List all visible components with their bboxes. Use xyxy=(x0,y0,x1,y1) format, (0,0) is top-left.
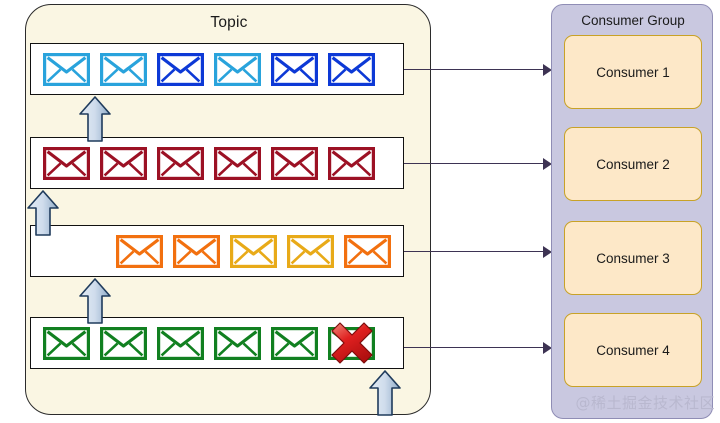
producer-up-arrow-icon xyxy=(27,190,59,236)
producer-up-arrow-icon xyxy=(79,278,111,324)
envelope-icon xyxy=(43,146,90,180)
envelope-icon xyxy=(271,326,318,360)
consumer-box-2[interactable]: Consumer 2 xyxy=(564,127,702,201)
message-4-3[interactable] xyxy=(152,326,209,360)
envelope-icon xyxy=(173,234,220,268)
message-1-4[interactable] xyxy=(209,52,266,86)
envelope-icon xyxy=(157,326,204,360)
message-1-3[interactable] xyxy=(152,52,209,86)
message-3-2[interactable] xyxy=(168,234,225,268)
envelope-icon xyxy=(43,52,90,86)
watermark: @稀土掘金技术社区 xyxy=(575,394,715,412)
message-track-2 xyxy=(31,146,387,180)
message-1-2[interactable] xyxy=(95,52,152,86)
message-1-5[interactable] xyxy=(266,52,323,86)
message-2-3[interactable] xyxy=(152,146,209,180)
envelope-icon xyxy=(328,52,375,86)
producer-arrow-3 xyxy=(78,278,112,324)
producer-up-arrow-icon xyxy=(79,96,111,142)
envelope-icon xyxy=(328,146,375,180)
partition-row-3 xyxy=(30,225,404,277)
message-4-1[interactable] xyxy=(38,326,95,360)
envelope-icon xyxy=(157,52,204,86)
connector-partition-1-consumer-1 xyxy=(404,69,545,70)
connector-partition-4-consumer-4 xyxy=(404,347,545,348)
message-2-5[interactable] xyxy=(266,146,323,180)
consumer-label-4: Consumer 4 xyxy=(596,342,670,358)
envelope-icon xyxy=(287,234,334,268)
message-1-1[interactable] xyxy=(38,52,95,86)
consumer-box-1[interactable]: Consumer 1 xyxy=(564,35,702,109)
partition-row-2 xyxy=(30,137,404,189)
connector-partition-2-consumer-2 xyxy=(404,163,545,164)
message-4-4[interactable] xyxy=(209,326,266,360)
producer-arrow-1 xyxy=(78,96,112,142)
envelope-icon xyxy=(271,52,318,86)
envelope-icon xyxy=(271,146,318,180)
message-track-3 xyxy=(104,234,403,268)
envelope-icon xyxy=(214,52,261,86)
consumer-group-title: Consumer Group xyxy=(581,13,685,28)
connector-partition-4-consumer-4-arrowhead xyxy=(543,342,552,354)
envelope-icon xyxy=(116,234,163,268)
message-2-1[interactable] xyxy=(38,146,95,180)
envelope-icon xyxy=(157,146,204,180)
partition-row-4 xyxy=(30,317,404,369)
topic-title: Topic xyxy=(210,14,248,31)
connector-partition-1-consumer-1-arrowhead xyxy=(543,64,552,76)
consumer-label-3: Consumer 3 xyxy=(596,250,670,266)
envelope-icon xyxy=(100,326,147,360)
message-4-6[interactable] xyxy=(323,322,380,364)
envelope-icon xyxy=(328,326,375,360)
message-3-5[interactable] xyxy=(339,234,396,268)
message-track-4 xyxy=(31,322,387,364)
message-3-1[interactable] xyxy=(111,234,168,268)
connector-partition-2-consumer-2-arrowhead xyxy=(543,158,552,170)
connector-partition-3-consumer-3 xyxy=(404,251,545,252)
envelope-icon xyxy=(43,326,90,360)
envelope-icon xyxy=(344,234,391,268)
consumer-group-panel: Consumer Group Consumer 1 Consumer 2 Con… xyxy=(551,4,713,419)
consumer-box-4[interactable]: Consumer 4 xyxy=(564,313,702,387)
message-2-2[interactable] xyxy=(95,146,152,180)
consumer-box-3[interactable]: Consumer 3 xyxy=(564,221,702,295)
producer-arrow-2 xyxy=(26,190,60,236)
envelope-icon xyxy=(100,52,147,86)
envelope-icon xyxy=(230,234,277,268)
message-2-6[interactable] xyxy=(323,146,380,180)
consumer-label-2: Consumer 2 xyxy=(596,156,670,172)
connector-partition-3-consumer-3-arrowhead xyxy=(543,246,552,258)
message-3-4[interactable] xyxy=(282,234,339,268)
envelope-icon xyxy=(214,326,261,360)
message-3-3[interactable] xyxy=(225,234,282,268)
message-1-6[interactable] xyxy=(323,52,380,86)
consumer-label-1: Consumer 1 xyxy=(596,64,670,80)
envelope-icon xyxy=(100,146,147,180)
message-4-5[interactable] xyxy=(266,326,323,360)
producer-up-arrow-icon xyxy=(369,370,401,416)
message-2-4[interactable] xyxy=(209,146,266,180)
envelope-icon xyxy=(214,146,261,180)
message-4-2[interactable] xyxy=(95,326,152,360)
partition-row-1 xyxy=(30,43,404,95)
producer-arrow-4 xyxy=(368,370,402,416)
message-track-1 xyxy=(31,52,387,86)
